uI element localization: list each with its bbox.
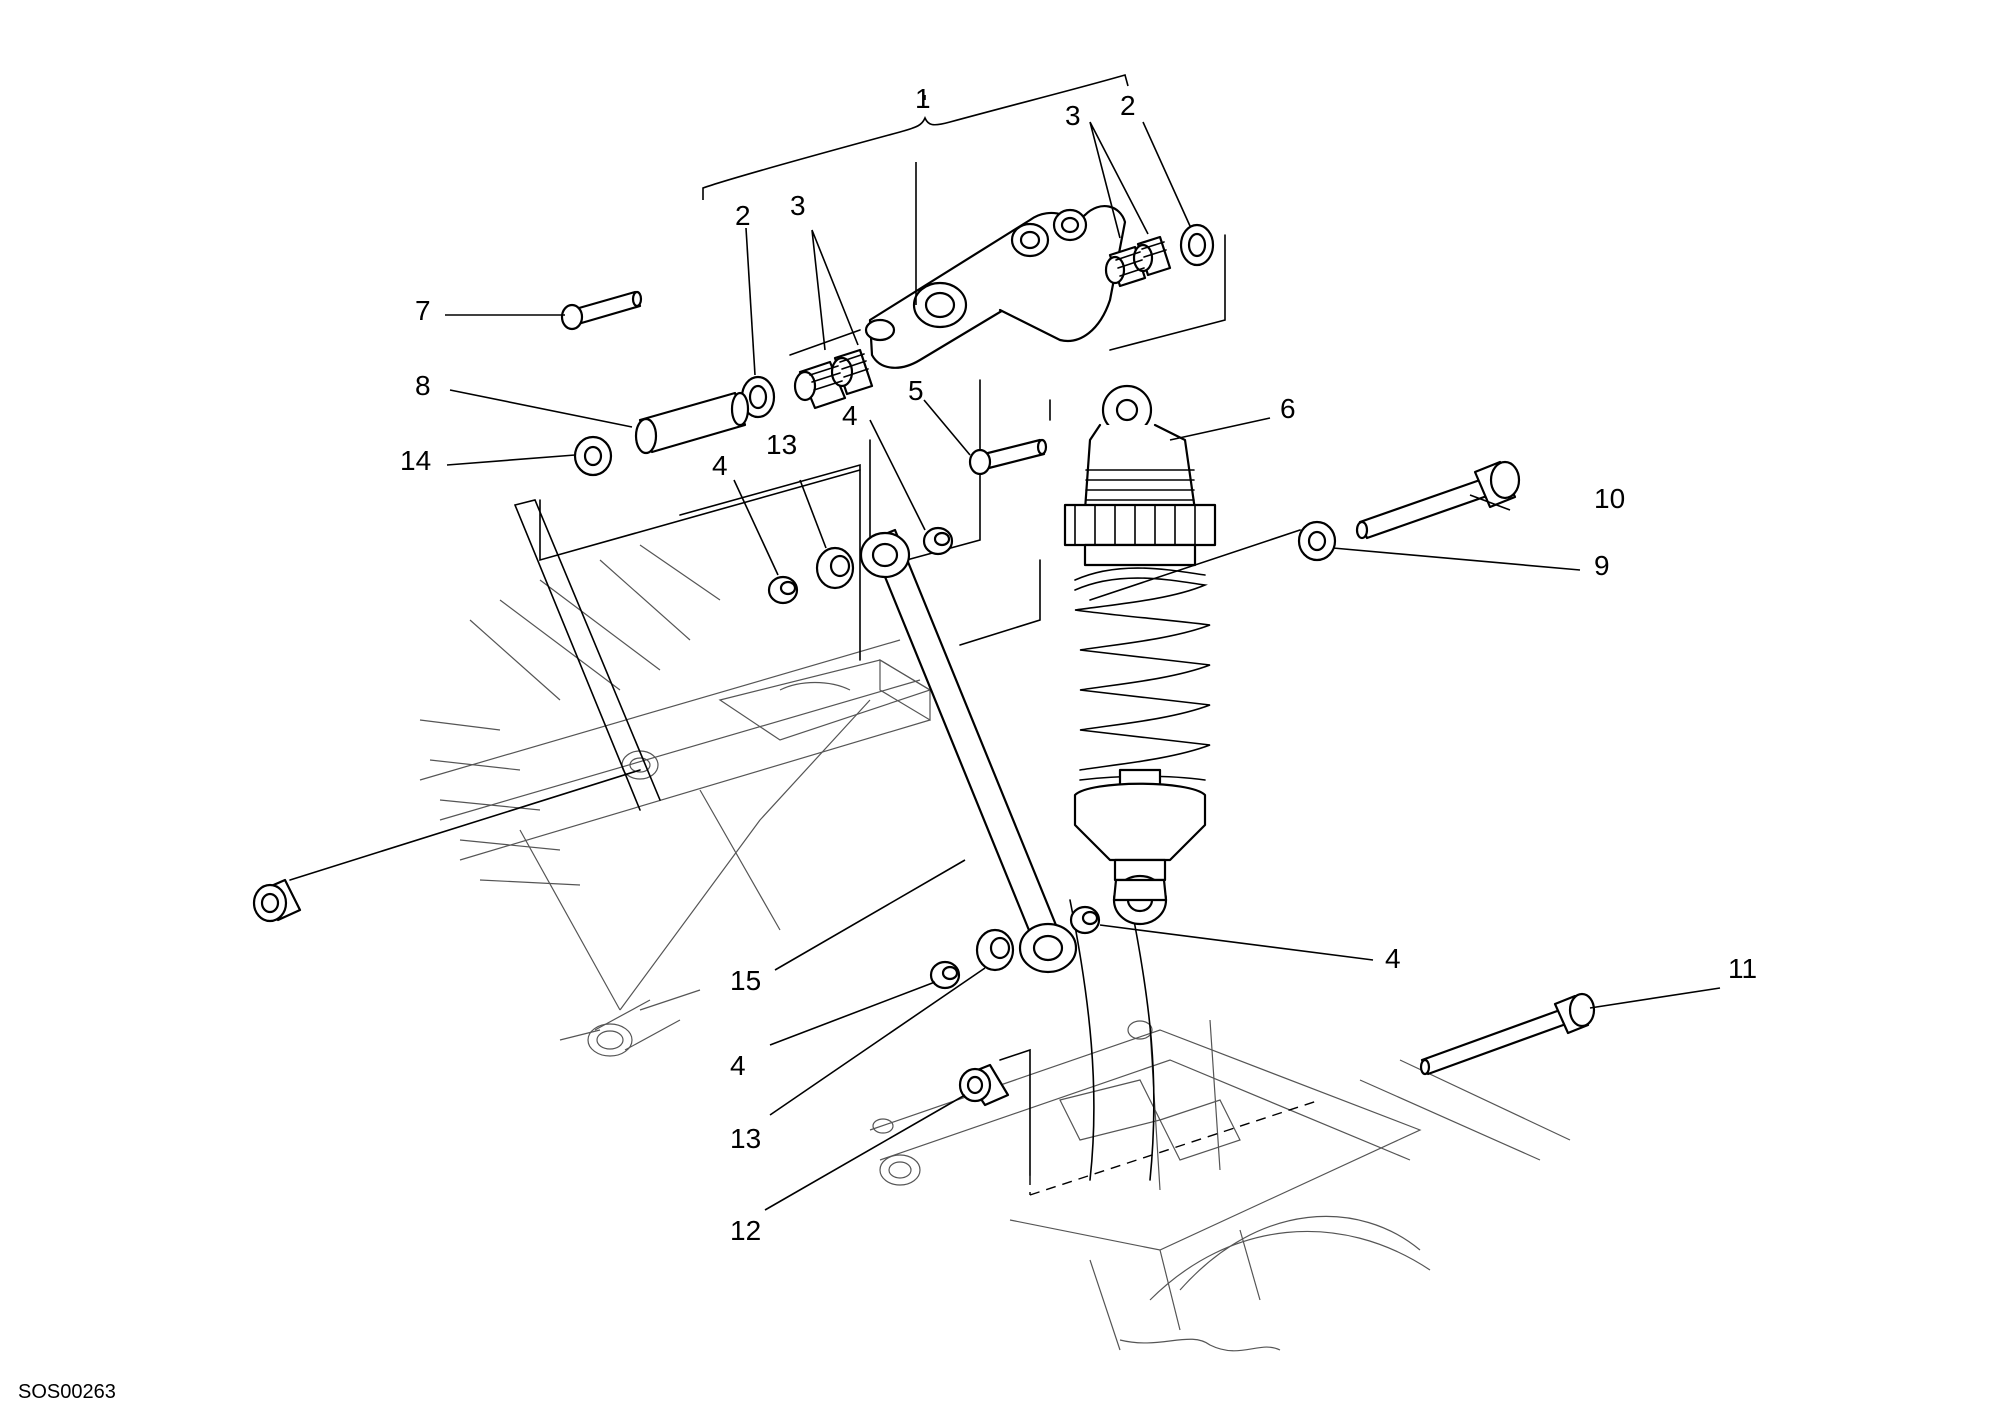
bushing-4-lower-left [929,960,961,990]
spacer-13-lower [975,928,1015,972]
leader-lines [445,95,1721,1211]
spacer-left [740,375,776,419]
callout-5: 5 [908,375,924,406]
flanged-bushing-12 [958,1063,1010,1107]
needle-bearings-left [793,348,874,410]
bolt-10 [1355,460,1521,540]
callout-8: 8 [415,370,431,401]
frame-outline [419,544,932,1057]
bolt-7 [560,290,643,331]
bushing-4-lower-right [1069,905,1101,935]
sleeve-8 [634,391,750,455]
rocker-linkage [789,205,1127,369]
drawing-code: SOS00263 [18,1381,116,1403]
connecting-link-15 [859,528,1078,974]
alignment-lines [289,234,1301,1181]
group-bracket [702,74,1129,200]
shock-absorber-6 [1063,384,1217,926]
callout-12: 12 [730,1215,761,1246]
spacer-13-upper [815,546,855,590]
needle-bearings-right [1104,235,1172,288]
callout-3-right: 3 [1065,100,1081,131]
callout-4-right: 4 [1385,943,1401,974]
bushing-4-upper-left [767,575,799,605]
callout-6: 6 [1280,393,1296,424]
spacer-right [1179,223,1215,267]
callout-3-left: 3 [790,190,806,221]
callout-1: 1 [915,83,931,114]
callout-2-left: 2 [735,200,751,231]
bushing-4-upper-right [922,526,954,556]
callout-7: 7 [415,295,431,326]
swingarm-outline [869,1019,1571,1352]
callout-13-lower: 13 [730,1123,761,1154]
frame-bushing [252,878,302,923]
callout-labels: 1 2 3 3 2 7 8 14 5 4 13 4 6 10 9 15 4 11… [18,83,1757,1403]
callout-4-top: 4 [842,400,858,431]
callout-11: 11 [1728,953,1757,984]
assembly-dashed-lines [1029,1099,1321,1196]
washer-9 [1297,520,1337,562]
washer-14 [573,435,613,477]
callout-4-bottom: 4 [730,1050,746,1081]
callout-15: 15 [730,965,761,996]
callout-13-upper: 13 [766,429,797,460]
callout-4-left: 4 [712,450,728,481]
bolt-11 [1419,992,1596,1076]
callout-2-right: 2 [1120,90,1136,121]
callout-14: 14 [400,445,431,476]
bolt-5 [968,438,1048,476]
callout-10: 10 [1594,483,1625,514]
callout-9: 9 [1594,550,1610,581]
